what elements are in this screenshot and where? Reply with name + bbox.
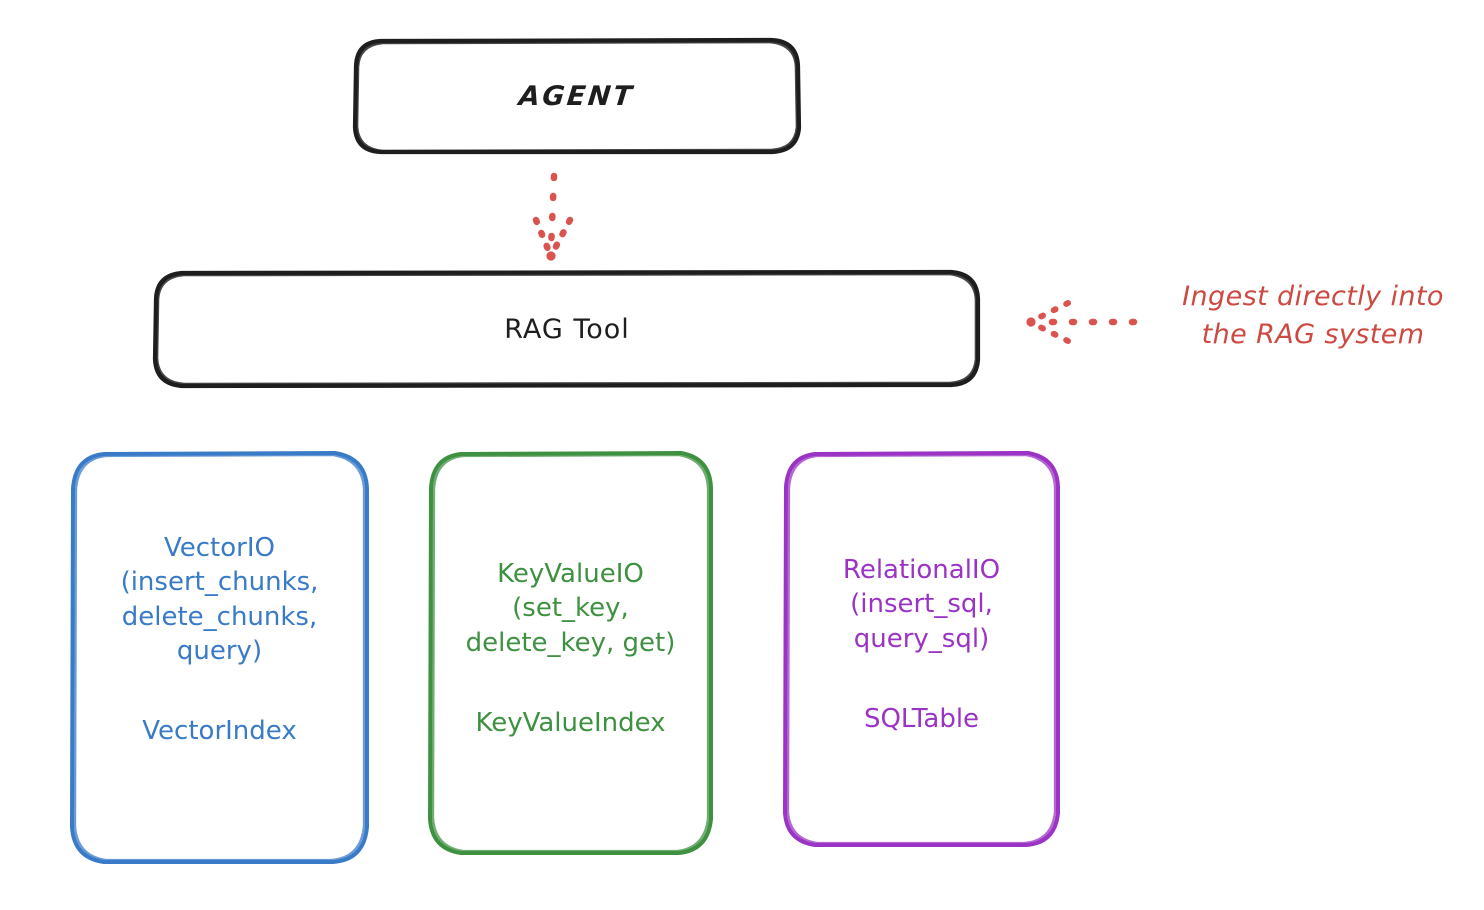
node-relational-io-api-label: RelationalIO (insert_sql, query_sql)	[842, 555, 1001, 654]
node-agent[interactable]: AGENT	[355, 40, 799, 153]
node-vector-io-api-label: VectorIO (insert_chunks, delete_chunks, …	[120, 533, 319, 666]
node-key-value-io-index-label: KeyValueIndex	[475, 707, 666, 738]
connector-ingest-to-rag-tool	[1026, 300, 1138, 344]
node-key-value-io[interactable]: KeyValueIO (set_key, delete_key, get) Ke…	[430, 453, 711, 853]
node-relational-io[interactable]: RelationalIO (insert_sql, query_sql) SQL…	[785, 453, 1058, 845]
node-agent-label: AGENT	[517, 81, 637, 112]
node-relational-io-index-label: SQLTable	[863, 703, 980, 734]
node-vector-io[interactable]: VectorIO (insert_chunks, delete_chunks, …	[72, 453, 367, 863]
node-key-value-io-api-label: KeyValueIO (set_key, delete_key, get)	[465, 559, 676, 658]
annotation-ingest-text: Ingest directly into the RAG system	[1182, 281, 1444, 351]
node-rag-tool-label: RAG Tool	[504, 313, 630, 345]
node-rag-tool[interactable]: RAG Tool	[155, 272, 979, 386]
node-vector-io-index-label: VectorIndex	[142, 716, 297, 747]
connector-agent-to-rag-tool	[532, 172, 574, 261]
